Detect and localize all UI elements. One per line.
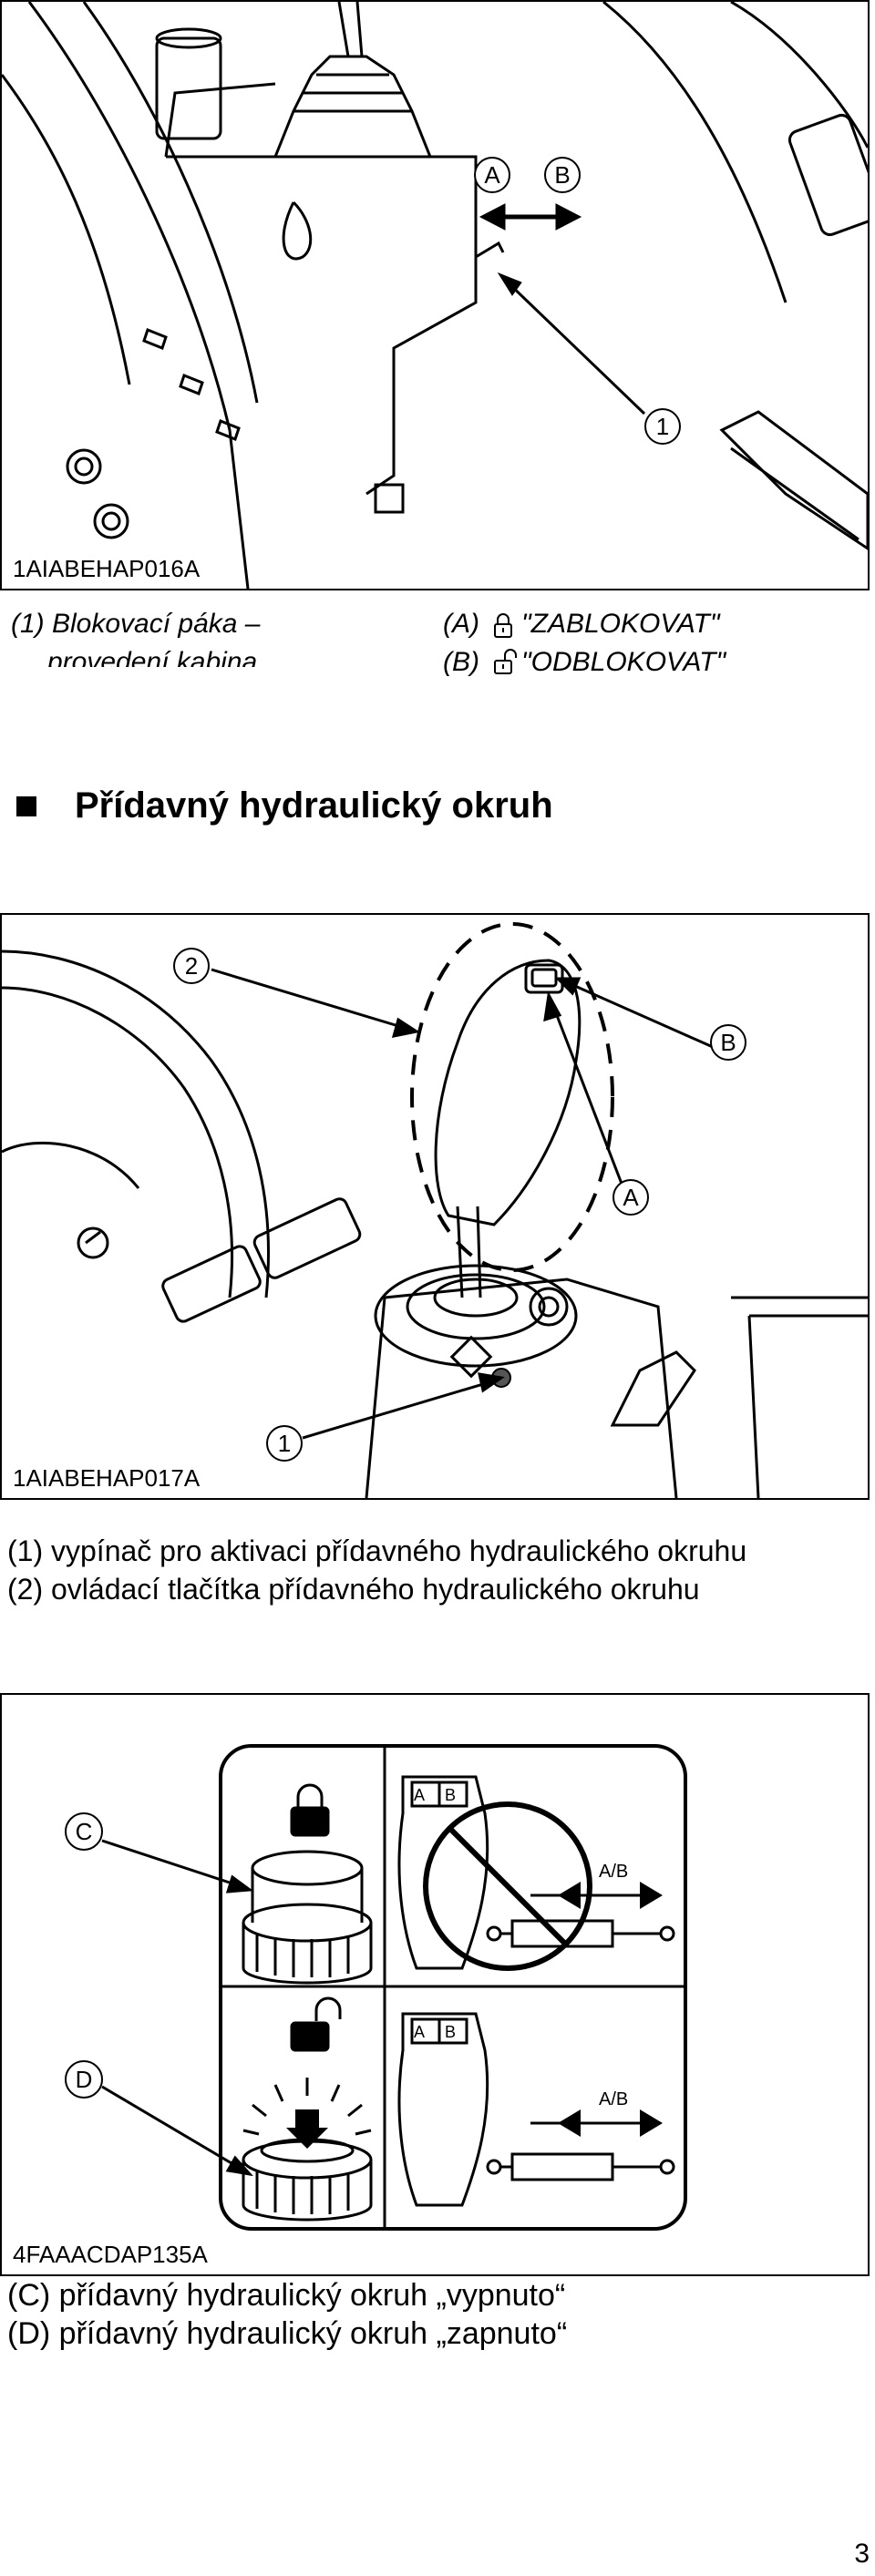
callout-b: B [554,161,570,189]
caption-switch: (1) vypínač pro aktivaci přídavného hydr… [7,1534,747,1567]
callout-a: A [623,1184,639,1211]
figure-hydraulic-state: A B A/B [0,1693,870,2276]
callout-c: C [76,1818,93,1845]
caption-b-label: (B) [443,647,479,677]
caption-a-text: "ZABLOKOVAT" [521,609,720,639]
callout-1: 1 [656,413,669,440]
knob-a-label-2: A [414,2023,425,2041]
knob-b-label: B [445,1786,456,1804]
figure-code: 4FAAACDAP135A [13,2241,208,2268]
callout-1: 1 [278,1430,291,1457]
section-heading: Přídavný hydraulický okruh [9,785,553,826]
ab-bottom-label: A/B [599,2089,628,2109]
callout-b: B [720,1029,736,1056]
figure-code: 1AIABEHAP017A [13,1464,201,1492]
caption-a-label: (A) [443,609,479,639]
lock-open-icon [494,649,517,674]
caption-circuit-off: (C) přídavný hydraulický okruh „vypnuto“ [7,2278,566,2313]
page-number: 3 [854,2539,870,2569]
knob-b-label-2: B [445,2023,456,2041]
lock-closed-icon [494,613,512,638]
callout-2: 2 [185,952,198,980]
caption-b-text: "ODBLOKOVAT" [521,647,726,677]
lock-lever-illustration: A B 1 [2,2,868,589]
joystick-illustration: 2 B A 1 [2,922,868,1498]
caption-lock-lever-cont: provedení kabina [47,647,258,667]
figure-code: 1AIABEHAP016A [13,555,201,582]
figure-lock-lever: A B 1 1AIABEHAP016A [0,0,870,590]
ab-top-label: A/B [599,1862,628,1882]
section-heading-text: Přídavný hydraulický okruh [75,785,553,826]
bullet-square-icon [16,795,36,816]
callout-a: A [484,161,500,189]
hydraulic-state-illustration: A B A/B [65,1744,687,2231]
caption-circuit-on: (D) přídavný hydraulický okruh „zapnuto“ [7,2316,568,2351]
callout-d: D [76,2066,93,2093]
caption-lock-lever: (1) Blokovací páka – [11,609,261,639]
knob-a-label: A [414,1786,425,1804]
figure-joystick: 2 B A 1 1AIABEHAP017A [0,913,870,1500]
caption-control-buttons: (2) ovládací tlačítka přídavného hydraul… [7,1573,700,1606]
